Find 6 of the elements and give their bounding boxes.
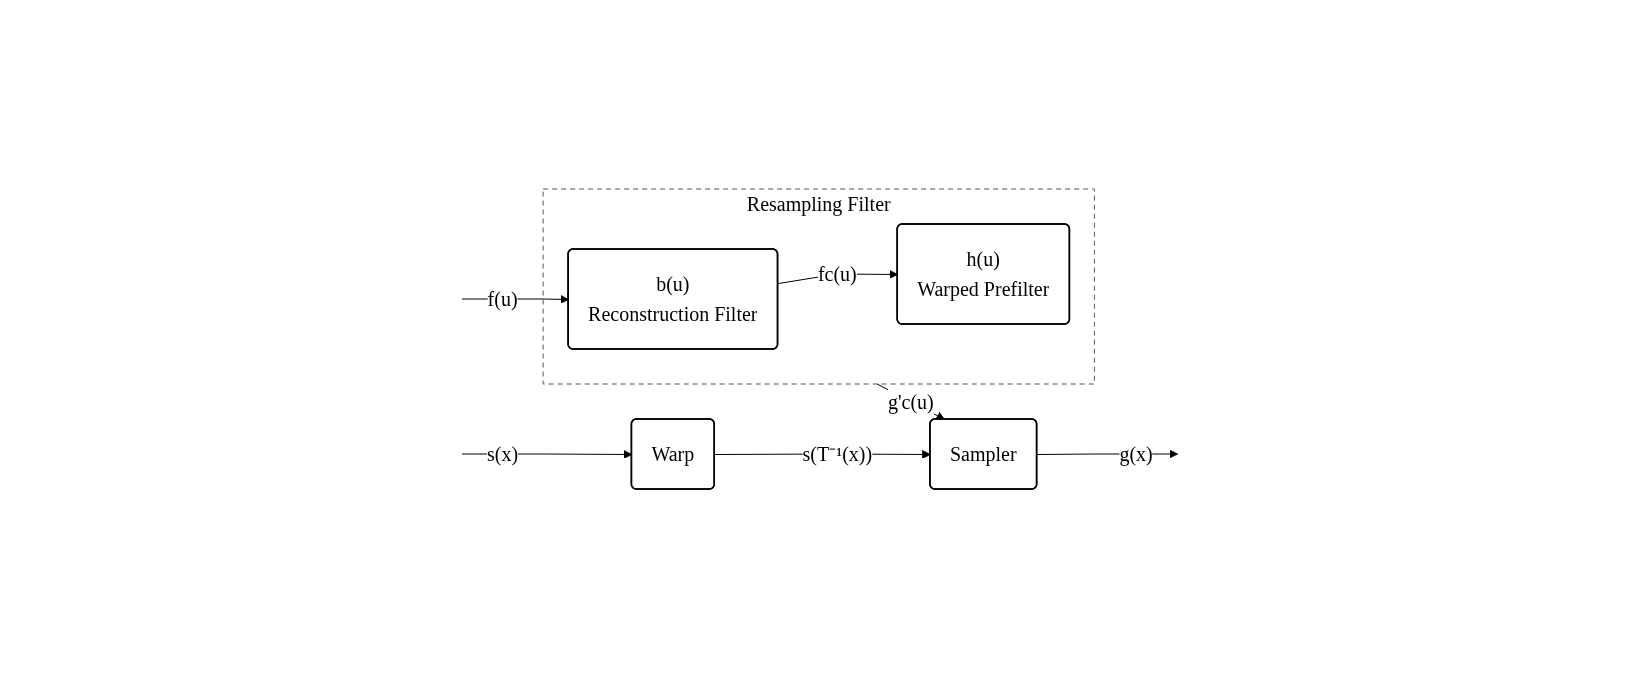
edge-label: f(u)	[487, 287, 518, 310]
edge-label: g(x)	[1119, 442, 1153, 465]
edge-label: fc(u)	[817, 262, 857, 285]
edge-label: s(x)	[486, 442, 518, 465]
edge-label: g'c(u)	[887, 390, 934, 413]
edge-label: s(T⁻¹(x))	[802, 442, 872, 465]
